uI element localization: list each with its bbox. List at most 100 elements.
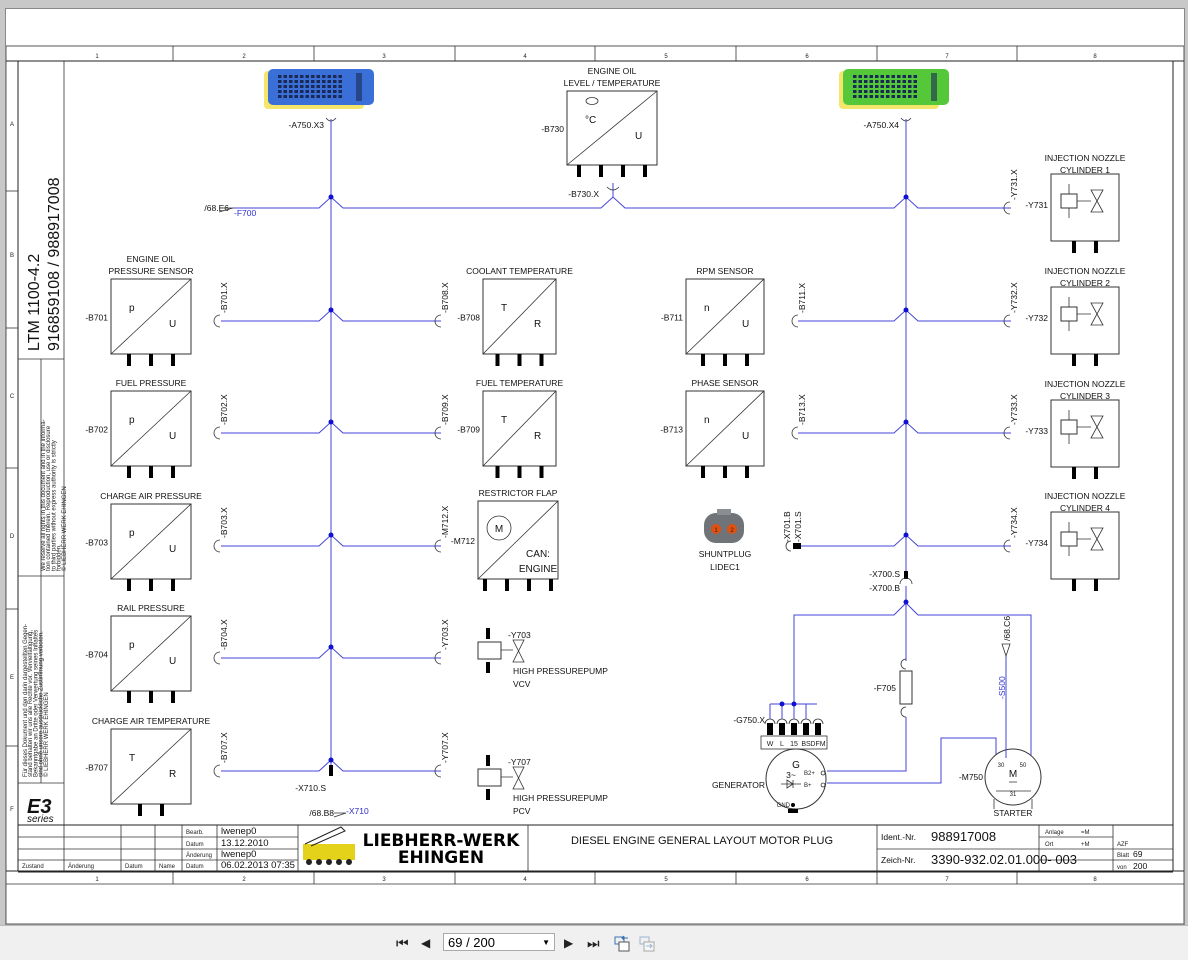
connector-cavity <box>908 80 912 83</box>
junction-dot <box>328 644 334 650</box>
pin <box>1094 241 1098 253</box>
connector-cavity <box>333 80 337 83</box>
connector-cavity <box>913 90 917 93</box>
connector-cavity <box>322 90 326 93</box>
connector-label: -B730.X <box>568 189 599 199</box>
pin <box>745 354 749 366</box>
connector-cavity <box>305 95 309 98</box>
edit-label: Datum <box>186 842 204 848</box>
connector-cavity <box>858 85 862 88</box>
ident-value: 988917008 <box>931 829 996 844</box>
connector-socket <box>764 718 776 725</box>
edit-value: lwenep0 <box>221 849 256 860</box>
connector-cavity <box>869 80 873 83</box>
sensor-ref: -B711 <box>661 313 683 323</box>
generator-title: GENERATOR <box>712 780 765 790</box>
shuntplug-pin <box>711 524 721 534</box>
connector-cavity <box>278 85 282 88</box>
column-number: 3 <box>382 877 386 883</box>
sensor-output-symbol: U <box>169 544 176 555</box>
valve-ref: -Y703 <box>508 630 531 640</box>
valve-ref: -Y707 <box>508 757 531 767</box>
sheet-number: 69 <box>1133 849 1143 859</box>
connector-cavity <box>278 75 282 78</box>
crane-wheel <box>346 859 352 865</box>
terminal-31: 31 <box>1010 792 1017 798</box>
pin <box>486 662 490 673</box>
connector-ref: -A750.X4 <box>864 120 900 130</box>
connector-cavity <box>858 90 862 93</box>
injector-title: CYLINDER 3 <box>1060 391 1110 401</box>
shunt-connector-b: -X701.B <box>782 511 792 542</box>
connector-label: -X700.S <box>869 569 900 579</box>
sensor-diagonal <box>110 278 192 355</box>
pin <box>599 165 603 177</box>
connector-socket <box>1003 539 1011 553</box>
drawing-number: 3390-932.02.01.000- 003 <box>931 852 1077 867</box>
go-back-view-icon[interactable] <box>613 934 631 952</box>
connector-cavity <box>891 80 895 83</box>
document-numbers: 916859108 / 988917008 <box>46 177 63 351</box>
connector-cavity <box>283 85 287 88</box>
fuse-f705 <box>899 670 913 705</box>
connector-cavity <box>305 85 309 88</box>
connector-cavity <box>311 80 315 83</box>
row-letter: B <box>10 253 14 259</box>
pin <box>1072 354 1076 366</box>
injector-title: INJECTION NOZZLE <box>1045 491 1126 501</box>
solenoid-coil <box>1060 306 1078 322</box>
sensor-input-symbol: n <box>704 303 710 314</box>
column-number: 1 <box>95 54 99 60</box>
connector-cavity <box>902 85 906 88</box>
junction-dot <box>328 419 334 425</box>
copyright-notice-en: tion contained therein. Reproduction, us… <box>46 425 52 571</box>
connector-cavity <box>913 80 917 83</box>
next-page-button[interactable]: ▶ <box>564 936 574 950</box>
copyright-notice-en: forbidden. <box>57 544 63 571</box>
connector-cavity <box>311 90 315 93</box>
previous-page-button[interactable]: ◀ <box>421 936 431 950</box>
last-page-button[interactable]: ⏭ <box>587 935 600 951</box>
connector-socket <box>434 764 442 778</box>
cross-ref-arrow <box>333 812 347 818</box>
sensor-output-symbol: U <box>742 431 749 442</box>
sensor-input-symbol: p <box>129 415 135 426</box>
shuntplug-title: SHUNTPLUG <box>699 549 751 559</box>
terminal-b2plus: B2+ <box>804 771 815 777</box>
connector-cavity <box>327 90 331 93</box>
first-page-button[interactable]: ⏮ <box>396 935 409 951</box>
pin <box>1094 354 1098 366</box>
pin <box>495 466 500 478</box>
oil-level-float-icon <box>585 97 599 105</box>
junction-dot <box>779 701 785 707</box>
pin <box>745 466 749 478</box>
column-number: 2 <box>242 54 246 60</box>
sensor-input-symbol: n <box>704 415 710 426</box>
model-label: LTM 1100-4.2 <box>26 254 43 351</box>
page-select[interactable]: 69 / 200▼ <box>443 933 555 951</box>
pin <box>539 466 544 478</box>
title-block-border <box>18 824 1173 873</box>
edit-label: Änderung <box>186 852 212 859</box>
sensor-input-symbol: °C <box>585 115 596 126</box>
anlage-value: =M <box>1081 830 1090 836</box>
sensor-input-symbol: p <box>129 528 135 539</box>
sensor-title: ENGINE OIL <box>127 254 176 264</box>
row-letter: E <box>10 675 14 681</box>
connector-socket <box>434 651 442 665</box>
connector-label: -B702.X <box>219 394 229 425</box>
connector-cavity <box>289 90 293 93</box>
pin <box>127 354 131 366</box>
connector-cavity <box>913 85 917 88</box>
valve-symbol <box>501 766 525 790</box>
connector-socket <box>812 718 824 725</box>
pin <box>1094 467 1098 479</box>
connector-socket <box>788 718 800 725</box>
go-forward-view-icon[interactable] <box>638 934 656 952</box>
sensor-input-symbol: T <box>501 303 507 314</box>
page-navigation-toolbar: ⏮ ◀ 69 / 200▼ ▶ ⏭ <box>0 925 1188 960</box>
